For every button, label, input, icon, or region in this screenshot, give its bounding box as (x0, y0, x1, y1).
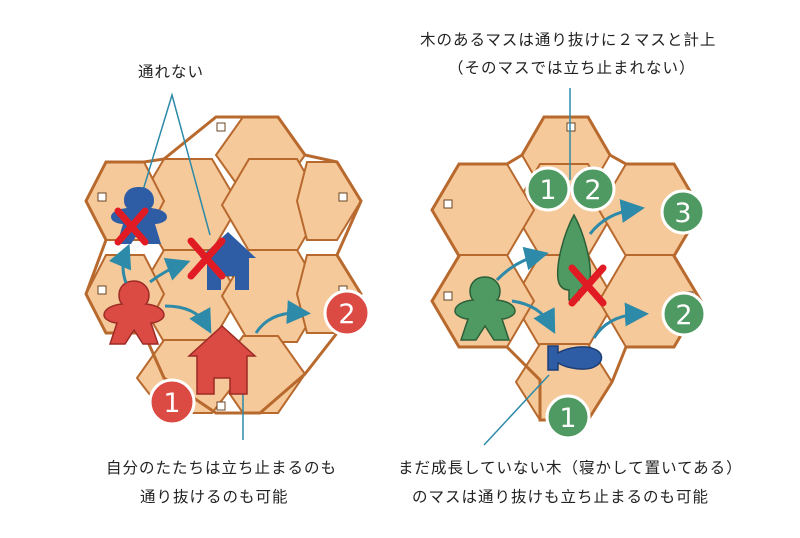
move-arrow (164, 304, 212, 334)
move-arrow (588, 199, 645, 235)
tile-dot (97, 192, 107, 202)
svg-text:2: 2 (338, 299, 355, 330)
green-meeple (454, 276, 516, 341)
left-caption-line2: 通り抜けるのも可能 (140, 488, 289, 506)
badge-start: 1 (148, 378, 196, 426)
badge-bottom: 1 (545, 394, 591, 440)
tile-dot (97, 285, 107, 295)
right-caption-line1: まだ成長していない木（寝かして置いてある） (398, 459, 743, 477)
hex-tile (430, 163, 536, 257)
cross-icon (187, 237, 226, 280)
move-arrow (109, 243, 132, 284)
tile-dot (216, 122, 226, 132)
move-arrow (254, 300, 311, 334)
tile-dot (443, 291, 453, 301)
move-arrow (495, 246, 549, 282)
move-arrow (592, 302, 649, 339)
cross-icon (114, 207, 149, 246)
left-caption-line1: 自分のたたちは立ち止まるのも (106, 459, 338, 477)
move-arrow (511, 299, 556, 334)
badge-end: 2 (323, 289, 371, 337)
left-board: 1 2 (84, 92, 371, 440)
svg-text:2: 2 (675, 300, 692, 331)
move-arrow (149, 258, 191, 284)
tile-dot (216, 401, 226, 411)
badge-tree-1: 1 (525, 166, 571, 212)
pointer-line (483, 374, 550, 446)
cross-icon (568, 264, 607, 307)
badge-mid-right: 2 (661, 291, 707, 337)
red-meeple (103, 280, 165, 345)
hex-tile (295, 161, 363, 241)
tile-dot (566, 122, 576, 132)
pointer-line (136, 92, 211, 236)
svg-text:2: 2 (584, 175, 601, 206)
badge-tree-2: 2 (570, 166, 616, 212)
svg-text:1: 1 (163, 388, 180, 419)
badge-top-right: 3 (660, 189, 706, 235)
tile-dot (443, 199, 453, 209)
blue-fallen-tree (547, 345, 603, 371)
label-blocked: 通れない (138, 63, 205, 81)
right-board: 1 2 3 2 1 (430, 88, 707, 446)
tile-dot (338, 192, 348, 202)
right-caption-line2: のマスは通り抜けも立ち止まるのも可能 (412, 488, 710, 506)
svg-text:1: 1 (539, 175, 556, 206)
right-label-line1: 木のあるマスは通り抜けに２マスと計上 (420, 31, 717, 49)
red-house (187, 324, 257, 395)
right-label-line2: （そのマスでは立ち止まれない） (448, 59, 696, 77)
svg-text:3: 3 (674, 198, 691, 229)
svg-text:1: 1 (559, 403, 576, 434)
